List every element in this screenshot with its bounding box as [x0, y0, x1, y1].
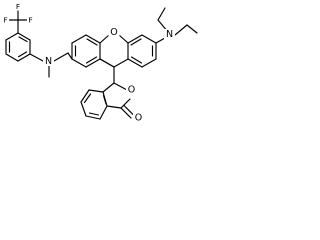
atom-label-f-top: F	[16, 2, 20, 11]
lactone-ring: O O	[102, 82, 144, 124]
structure-diagram: F F F N	[0, 0, 227, 134]
bond-n-ethyl-right	[174, 24, 188, 36]
atom-label-carbonyl-o: O	[135, 113, 142, 124]
lactone-benzene-ring	[80, 89, 108, 120]
n-methyl-amine: N	[29, 52, 69, 78]
bond-n-xanthene	[53, 52, 69, 62]
spiro-center	[99, 58, 115, 84]
bond-ethyl-right-ch3	[186, 24, 198, 34]
bond-ethyl-left-ch3	[157, 7, 166, 21]
molecule-drawing: F F F N	[2, 2, 198, 124]
bond-ring-n-diethyl	[155, 37, 166, 44]
phenyl-ring-cf3	[5, 32, 31, 62]
bond-carbonyl	[120, 107, 132, 119]
atom-label-f-right: F	[28, 16, 32, 25]
atom-label-aryl-n: N	[45, 56, 52, 67]
xanthene-right-ring	[127, 34, 157, 68]
atom-label-diethyl-n: N	[166, 29, 173, 40]
xanthene-left-ring	[67, 34, 101, 68]
atom-label-lactone-o: O	[128, 85, 135, 96]
atom-label-f-left: F	[3, 16, 7, 25]
diethylamine-group: N	[155, 7, 198, 44]
trifluoromethyl-group: F F F	[2, 2, 34, 34]
bond-ring-n	[29, 53, 44, 62]
atom-label-xanthene-o: O	[110, 27, 117, 38]
